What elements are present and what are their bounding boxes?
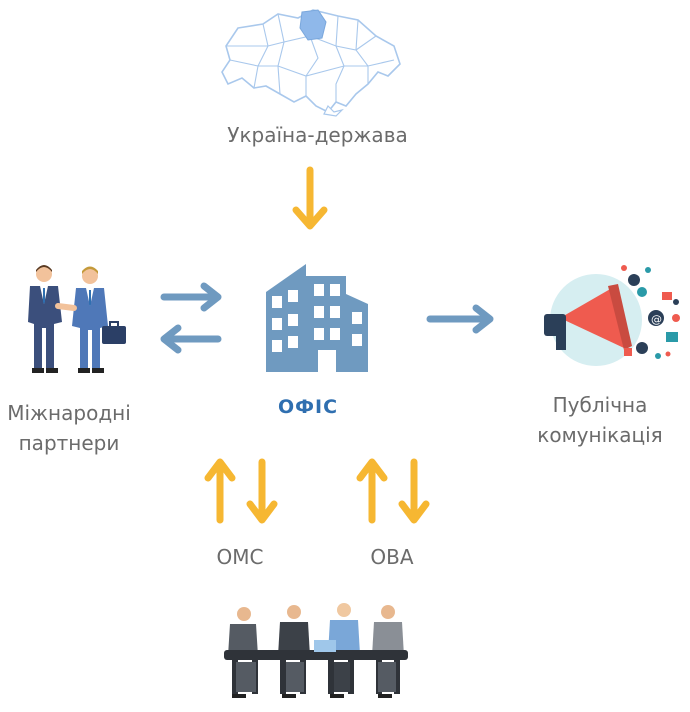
office-building-icon bbox=[266, 264, 368, 372]
arrow-down-icon bbox=[246, 458, 278, 524]
arrow-up-icon bbox=[356, 458, 388, 524]
partners-label-line1: Міжнародні bbox=[7, 401, 131, 425]
svg-text:@: @ bbox=[651, 313, 662, 326]
oms-label: ОМС bbox=[216, 545, 264, 569]
arrow-down-icon bbox=[398, 458, 430, 524]
ova-label: ОВА bbox=[370, 545, 414, 569]
arrow-left-icon bbox=[160, 324, 222, 354]
public-label-line2: комунікація bbox=[537, 423, 663, 447]
ukraine-map-icon bbox=[221, 9, 401, 117]
handshake-icon bbox=[28, 265, 126, 373]
arrow-right-icon bbox=[426, 304, 494, 334]
partners-label-line2: партнери bbox=[18, 431, 120, 455]
state-label: Україна-держава bbox=[227, 123, 408, 147]
arrow-down-icon bbox=[292, 166, 328, 230]
office-label: ОФІС bbox=[278, 396, 339, 418]
arrow-up-icon bbox=[204, 458, 236, 524]
public-label-line1: Публічна bbox=[552, 393, 648, 417]
meeting-table-icon bbox=[224, 603, 408, 698]
arrow-right-icon bbox=[160, 282, 222, 312]
megaphone-icon: @ bbox=[544, 265, 680, 366]
